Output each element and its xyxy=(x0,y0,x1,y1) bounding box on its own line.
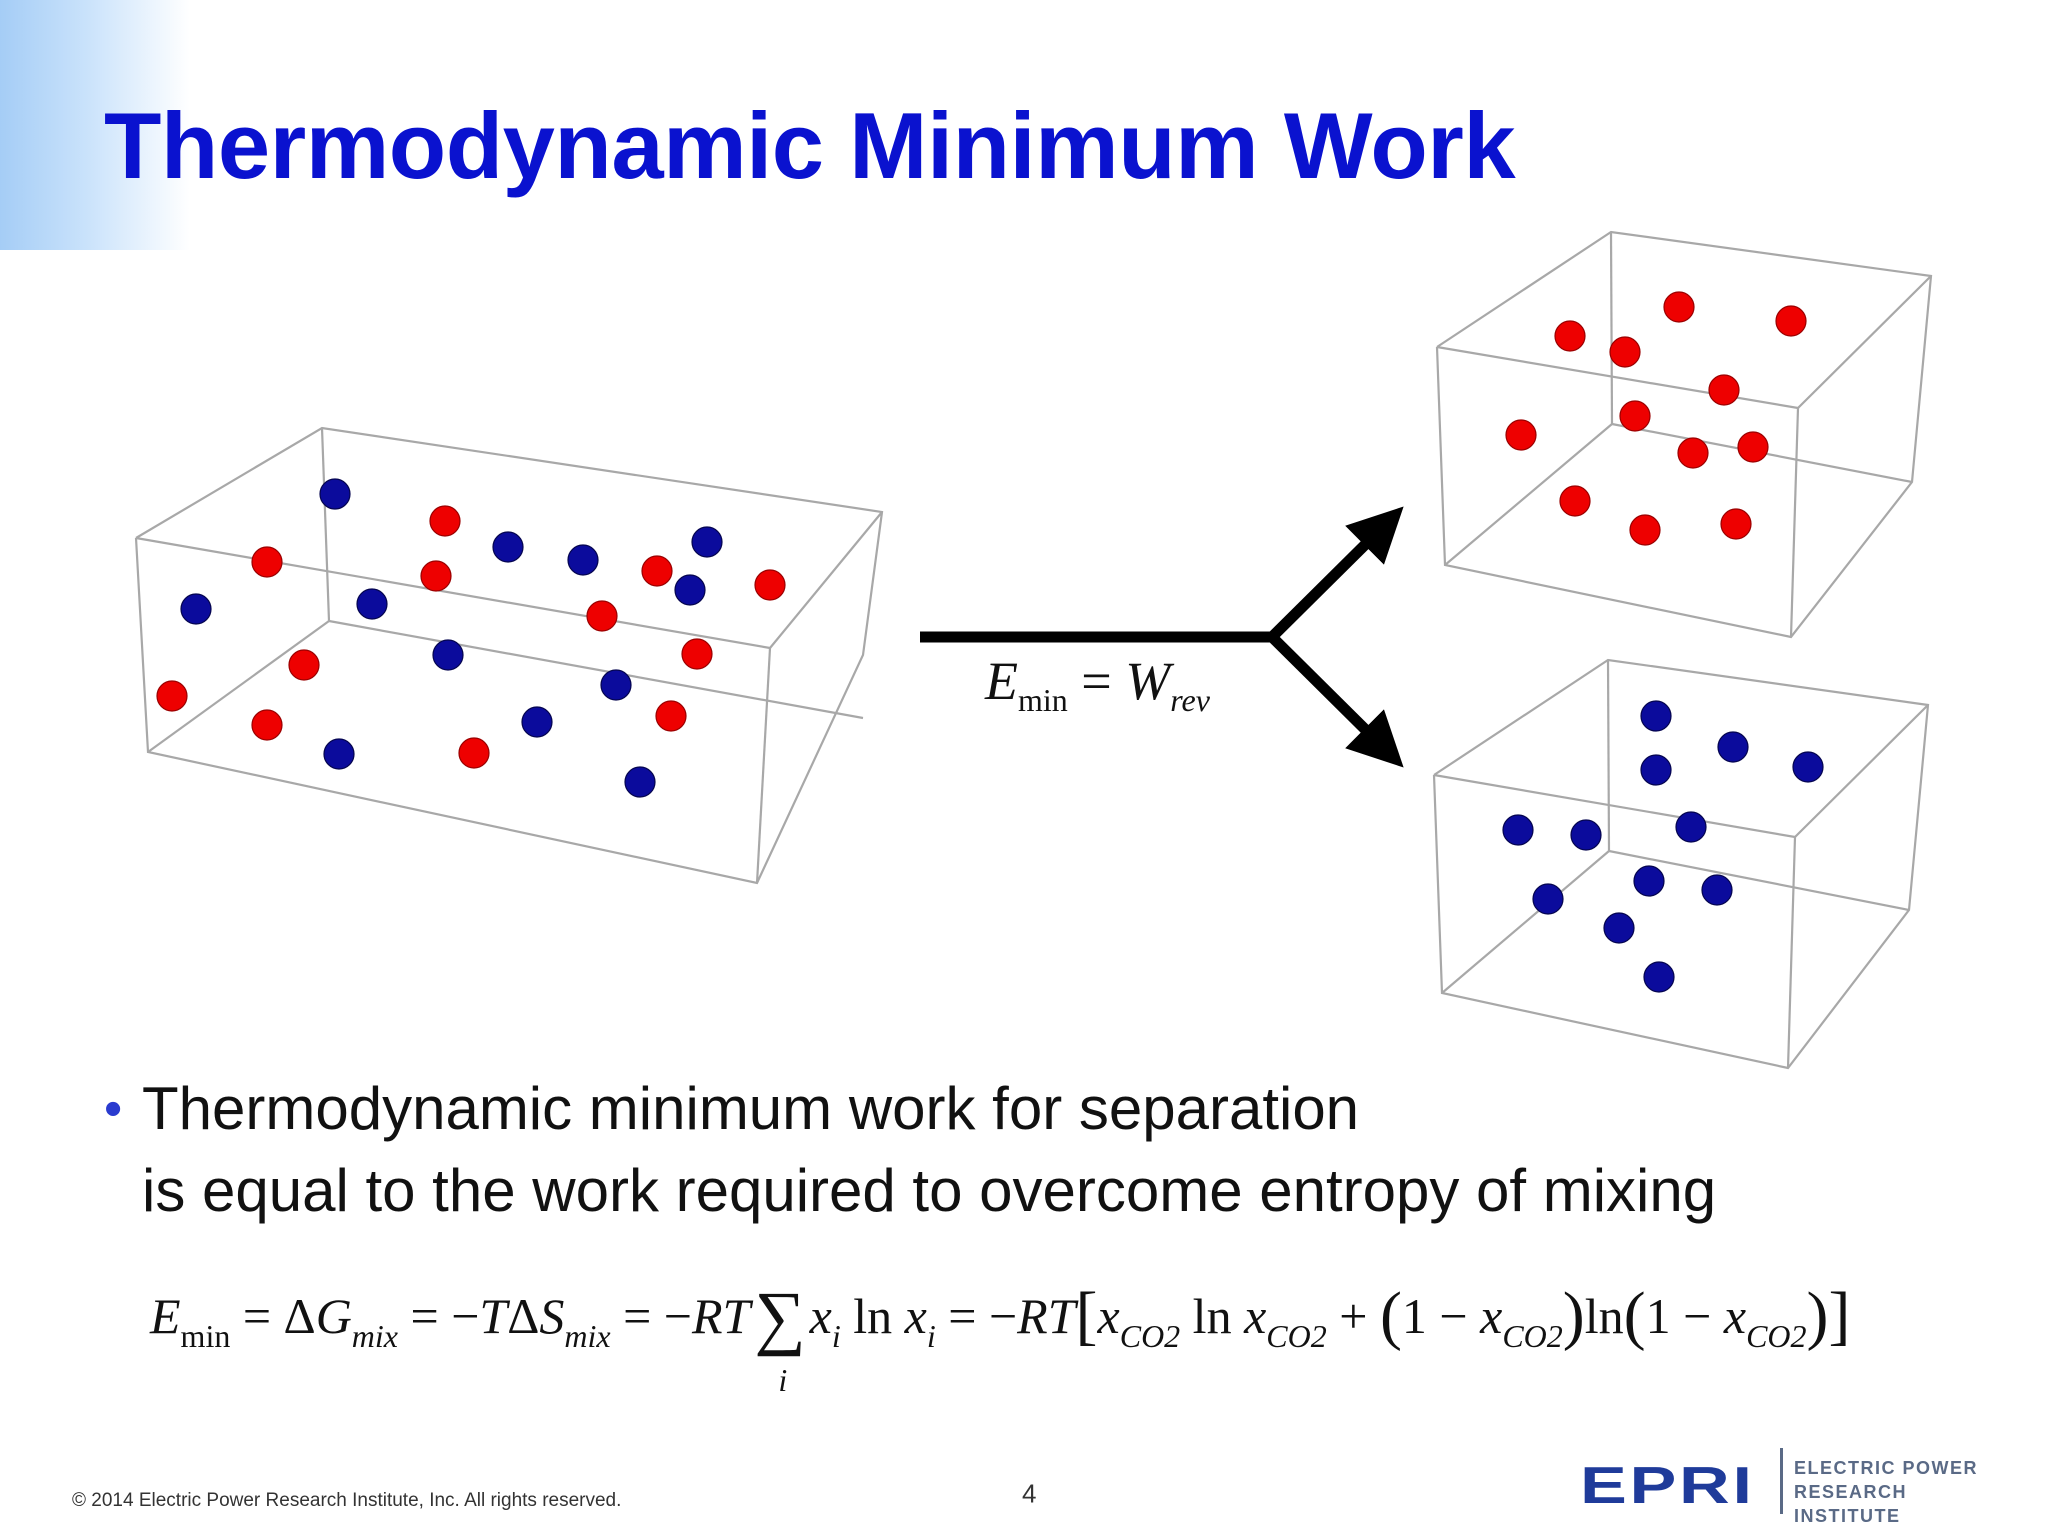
blue-particle xyxy=(319,478,351,510)
red-particle xyxy=(655,700,687,732)
red-particle xyxy=(1677,437,1709,469)
blue-particle xyxy=(1640,700,1672,732)
red-particle xyxy=(641,555,673,587)
red-particle xyxy=(156,680,188,712)
page-number: 4 xyxy=(1022,1478,1037,1509)
red-particle xyxy=(754,569,786,601)
red-particle xyxy=(288,649,320,681)
blue-particle xyxy=(1792,751,1824,783)
logo-text-line2: RESEARCH INSTITUTE xyxy=(1794,1482,1908,1526)
blue-particle xyxy=(1640,754,1672,786)
bullet-text-line1: Thermodynamic minimum work for separatio… xyxy=(142,1075,1360,1142)
red-particle xyxy=(1629,514,1661,546)
logo-divider xyxy=(1780,1448,1783,1514)
blue-particle xyxy=(1717,731,1749,763)
corner-accent xyxy=(0,0,190,250)
emin-equals-wrev-label: Emin = Wrev xyxy=(985,651,1210,718)
blue-particle xyxy=(1675,811,1707,843)
blue-particle xyxy=(624,766,656,798)
red-particle xyxy=(420,560,452,592)
blue-particle xyxy=(356,588,388,620)
blue-particle xyxy=(600,669,632,701)
blue-particle xyxy=(492,531,524,563)
blue-particle xyxy=(691,526,723,558)
split-arrow xyxy=(920,506,1404,768)
red-particle xyxy=(429,505,461,537)
blue-particle xyxy=(1643,961,1675,993)
red-particle xyxy=(1609,336,1641,368)
red-particle xyxy=(1737,431,1769,463)
blue-particle xyxy=(521,706,553,738)
copyright-footer: © 2014 Electric Power Research Institute… xyxy=(72,1490,622,1511)
blue-particle xyxy=(674,574,706,606)
red-particle xyxy=(458,737,490,769)
red-particle xyxy=(251,709,283,741)
top-particles xyxy=(1505,291,1807,546)
logo-text: ELECTRIC POWER RESEARCH INSTITUTE xyxy=(1794,1456,2010,1528)
red-particle xyxy=(681,638,713,670)
blue-particle xyxy=(1633,865,1665,897)
red-particle xyxy=(1663,291,1695,323)
slide-title: Thermodynamic Minimum Work xyxy=(104,93,1516,198)
red-particle xyxy=(1720,508,1752,540)
blue-particle xyxy=(323,738,355,770)
blue-particle xyxy=(432,639,464,671)
blue-particle xyxy=(180,593,212,625)
blue-particle xyxy=(1532,883,1564,915)
blue-particle xyxy=(1502,814,1534,846)
bullet-text-line2: is equal to the work required to overcom… xyxy=(142,1157,1717,1224)
logo-text-line1: ELECTRIC POWER xyxy=(1794,1458,1979,1478)
red-particle xyxy=(1559,485,1591,517)
red-particle xyxy=(586,600,618,632)
mixed-particles xyxy=(156,478,786,798)
epri-logo: EPRI ELECTRIC POWER RESEARCH INSTITUTE xyxy=(1580,1448,2010,1526)
red-particle xyxy=(251,546,283,578)
mixed-box xyxy=(134,426,884,885)
bottom-particles xyxy=(1502,700,1824,993)
epri-logo-mark: EPRI xyxy=(1580,1457,1755,1515)
red-particle xyxy=(1505,419,1537,451)
separated-bottom-box xyxy=(1432,658,1930,1070)
red-particle xyxy=(1775,305,1807,337)
red-particle xyxy=(1708,374,1740,406)
blue-particle xyxy=(567,544,599,576)
blue-particle xyxy=(1701,874,1733,906)
red-particle xyxy=(1554,320,1586,352)
blue-particle xyxy=(1570,819,1602,851)
red-particle xyxy=(1619,400,1651,432)
blue-particle xyxy=(1603,912,1635,944)
bullet-icon: • xyxy=(104,1080,123,1138)
